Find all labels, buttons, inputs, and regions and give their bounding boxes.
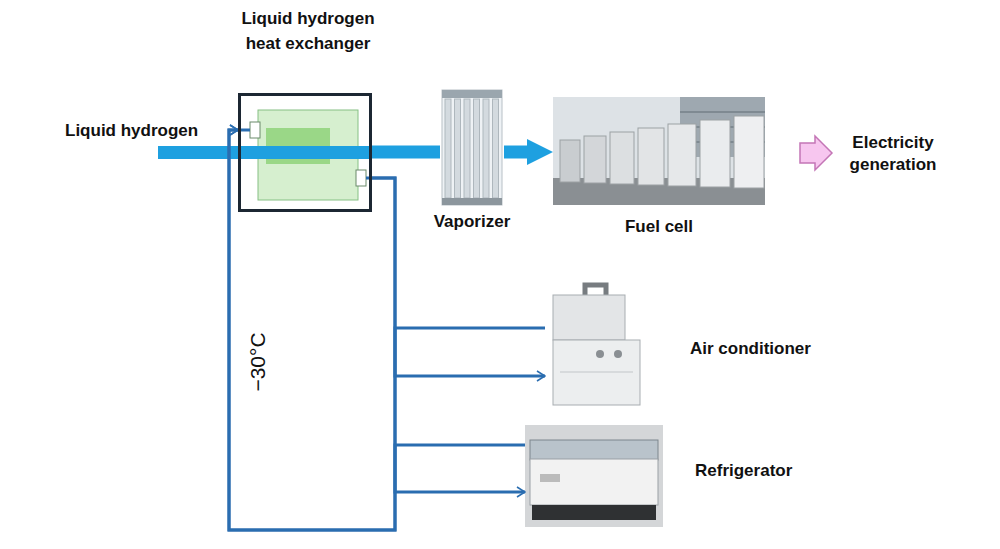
hydrogen-pipe (238, 146, 372, 159)
refrigerator-unit: Refrigerator (525, 425, 663, 527)
ac-pipe-loop (585, 285, 606, 296)
refrigerator-body (530, 459, 658, 505)
vaporizer-base (442, 198, 502, 205)
vaporizer-fin (474, 99, 480, 198)
refrigerator-lid (530, 440, 658, 460)
output-label: Electricity generation (838, 132, 948, 176)
node-label: Liquid hydrogen heat exchanger (228, 6, 388, 56)
vaporizer-header (442, 90, 502, 98)
coolant-line (229, 130, 545, 530)
temperature-label: −30°C (246, 327, 270, 397)
coolant-line (372, 178, 545, 376)
fuel-cell-cabinet (584, 136, 606, 183)
hydrogen-flow (372, 146, 440, 159)
fuel-cell-cabinet (734, 116, 764, 188)
fuel-cell-cabinet (638, 128, 664, 185)
coolant-line (229, 130, 525, 530)
fuel-cell-cabinet (560, 140, 580, 182)
node-label: Refrigerator (695, 459, 792, 483)
vaporizer-fin (483, 99, 489, 198)
fuel-cell-cabinet (700, 120, 730, 187)
ac-upper-unit (553, 295, 625, 340)
output-arrow (800, 136, 832, 170)
vaporizer-body (442, 90, 502, 205)
node-label: Air conditioner (690, 337, 811, 361)
hydrogen-flow (504, 146, 527, 159)
refrigerator-base (532, 505, 656, 520)
ac-lower-unit (553, 340, 640, 405)
building-window-row (680, 111, 765, 113)
ac-panel-line (560, 372, 633, 373)
vaporizer-fin (464, 99, 470, 198)
coolant-port (250, 122, 260, 138)
vaporizer-fin (493, 99, 499, 198)
node-label: Vaporizer (410, 210, 534, 234)
ac-pipe-port (596, 350, 604, 358)
exchanger-background (238, 93, 372, 212)
refrigerator-backdrop (525, 425, 663, 527)
vaporizer-fin (445, 99, 451, 198)
air-conditioner-unit: Air conditioner (545, 283, 645, 406)
refrigerator-panel (540, 474, 560, 482)
vaporizer-unit: Vaporizer (440, 88, 504, 206)
flow-label: Liquid hydrogen (65, 119, 198, 143)
fuel-cell-unit: Fuel cell (553, 97, 765, 205)
fuel-cell-sky (553, 97, 765, 205)
coolant-port (356, 170, 366, 186)
vaporizer-fin (455, 99, 461, 198)
fuel-cell-cabinet (668, 124, 696, 186)
fuel-cell-cabinet (610, 132, 634, 184)
ac-pipe-port (614, 350, 622, 358)
heat-exchanger-box: Liquid hydrogen heat exchanger (238, 93, 372, 212)
node-label: Fuel cell (553, 215, 765, 239)
hydrogen-pipe (158, 146, 238, 159)
